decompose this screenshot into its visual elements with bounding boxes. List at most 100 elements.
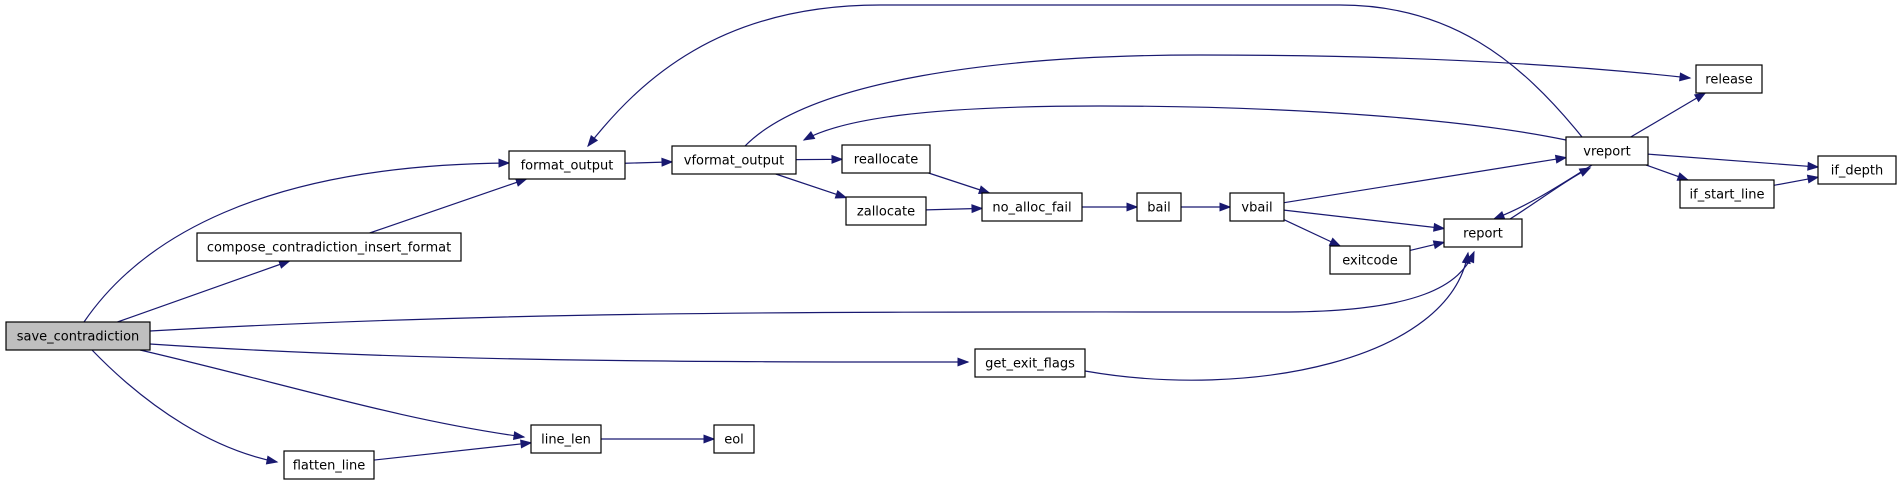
edge-vreport-to-if_start_line: [1645, 164, 1690, 181]
edge-vformat_output-to-zallocate: [775, 173, 848, 199]
node-box[interactable]: [530, 424, 602, 454]
arrowhead-icon: [1328, 237, 1342, 247]
node-vformat_output[interactable]: vformat_output: [671, 145, 797, 175]
edge-get_exit_flags-to-report: [1084, 251, 1471, 381]
node-box[interactable]: [671, 145, 797, 175]
node-box[interactable]: [1443, 218, 1523, 248]
node-release[interactable]: release: [1695, 64, 1763, 94]
edge-line: [1647, 153, 1819, 168]
edge-line: [1084, 252, 1469, 381]
edge-exitcode-to-report: [1409, 240, 1446, 252]
edge-line: [83, 162, 510, 323]
arrowhead-icon: [520, 439, 533, 449]
arrowhead-icon: [703, 434, 716, 444]
edge-line: [1509, 167, 1591, 220]
node-box[interactable]: [1679, 179, 1775, 209]
edge-reallocate-to-no_alloc_fail: [928, 172, 991, 195]
node-box[interactable]: [1229, 192, 1285, 222]
node-box[interactable]: [1136, 192, 1182, 222]
node-box[interactable]: [1695, 64, 1763, 94]
node-if_depth[interactable]: if_depth: [1817, 155, 1897, 185]
edge-zallocate-to-no_alloc_fail: [925, 204, 984, 214]
node-if_start_line[interactable]: if_start_line: [1679, 179, 1775, 209]
edge-compose_contradiction_insert_format-to-format_output: [369, 178, 528, 234]
node-vreport[interactable]: vreport: [1565, 136, 1649, 166]
edge-format_output-to-vformat_output: [624, 157, 674, 167]
node-get_exit_flags[interactable]: get_exit_flags: [974, 348, 1086, 378]
arrowhead-icon: [1461, 251, 1471, 265]
arrowhead-icon: [661, 157, 674, 167]
edge-vformat_output-to-release: [744, 54, 1692, 147]
arrowhead-icon: [1676, 172, 1690, 181]
node-box[interactable]: [1817, 155, 1897, 185]
node-box[interactable]: [845, 196, 927, 226]
arrowhead-icon: [834, 189, 848, 199]
node-box[interactable]: [974, 348, 1086, 378]
node-label: vreport: [1583, 145, 1630, 160]
edge-line_len-to-eol: [601, 434, 716, 444]
node-label: exitcode: [1342, 254, 1398, 269]
edge-vreport-to-report: [1492, 164, 1593, 220]
node-label: report: [1463, 227, 1503, 242]
node-save_contradiction[interactable]: save_contradiction: [5, 321, 151, 351]
edge-line: [1283, 156, 1567, 204]
node-box[interactable]: [713, 424, 755, 454]
node-box[interactable]: [1329, 245, 1411, 275]
node-label: if_depth: [1831, 164, 1884, 179]
edge-vreport-to-if_depth: [1647, 153, 1820, 171]
arrowhead-icon: [831, 154, 844, 164]
node-label: no_alloc_fail: [992, 201, 1071, 216]
node-compose_contradiction_insert_format[interactable]: compose_contradiction_insert_format: [196, 232, 462, 262]
node-flatten_line[interactable]: flatten_line: [283, 450, 375, 480]
node-label: compose_contradiction_insert_format: [207, 241, 451, 256]
arrowhead-icon: [512, 431, 526, 441]
edge-save_contradiction-to-get_exit_flags: [149, 343, 970, 367]
node-label: save_contradiction: [17, 330, 140, 345]
arrowhead-icon: [1679, 72, 1692, 82]
node-box[interactable]: [283, 450, 375, 480]
node-label: line_len: [541, 433, 591, 448]
node-no_alloc_fail[interactable]: no_alloc_fail: [981, 192, 1083, 222]
node-layer: save_contradiction format_output compose_c…: [5, 64, 1897, 480]
node-box[interactable]: [196, 232, 462, 262]
node-format_output[interactable]: format_output: [508, 150, 626, 180]
node-box[interactable]: [841, 144, 931, 174]
edge-vformat_output-to-reallocate: [795, 154, 844, 164]
arrowhead-icon: [1219, 202, 1232, 212]
edge-vbail-to-report: [1283, 209, 1446, 232]
node-exitcode[interactable]: exitcode: [1329, 245, 1411, 275]
edge-line: [117, 260, 290, 323]
arrowhead-icon: [1806, 174, 1820, 184]
node-label: release: [1705, 73, 1752, 88]
node-label: eol: [724, 433, 744, 448]
edge-line: [775, 173, 847, 199]
node-label: bail: [1147, 201, 1170, 216]
node-box[interactable]: [981, 192, 1083, 222]
edge-save_contradiction-to-flatten_line: [91, 349, 279, 465]
node-box[interactable]: [508, 150, 626, 180]
node-label: vformat_output: [684, 154, 784, 169]
node-zallocate[interactable]: zallocate: [845, 196, 927, 226]
edge-line: [587, 4, 1583, 147]
arrowhead-icon: [971, 204, 984, 214]
node-bail[interactable]: bail: [1136, 192, 1182, 222]
node-reallocate[interactable]: reallocate: [841, 144, 931, 174]
node-report[interactable]: report: [1443, 218, 1523, 248]
edge-save_contradiction-to-format_output: [83, 158, 511, 323]
node-label: flatten_line: [293, 459, 366, 474]
node-vbail[interactable]: vbail: [1229, 192, 1285, 222]
node-label: format_output: [521, 159, 614, 174]
arrowhead-icon: [1432, 240, 1446, 250]
edge-line: [1630, 92, 1706, 138]
node-label: if_start_line: [1690, 188, 1765, 203]
node-line_len[interactable]: line_len: [530, 424, 602, 454]
edge-line: [149, 343, 969, 363]
arrowhead-icon: [265, 455, 279, 465]
node-box[interactable]: [1565, 136, 1649, 166]
edge-flatten_line-to-line_len: [373, 439, 533, 461]
edge-vreport-to-format_output: [587, 4, 1583, 148]
node-box[interactable]: [5, 321, 151, 351]
edge-bail-to-vbail: [1181, 202, 1232, 212]
node-label: get_exit_flags: [985, 357, 1075, 372]
node-eol[interactable]: eol: [713, 424, 755, 454]
